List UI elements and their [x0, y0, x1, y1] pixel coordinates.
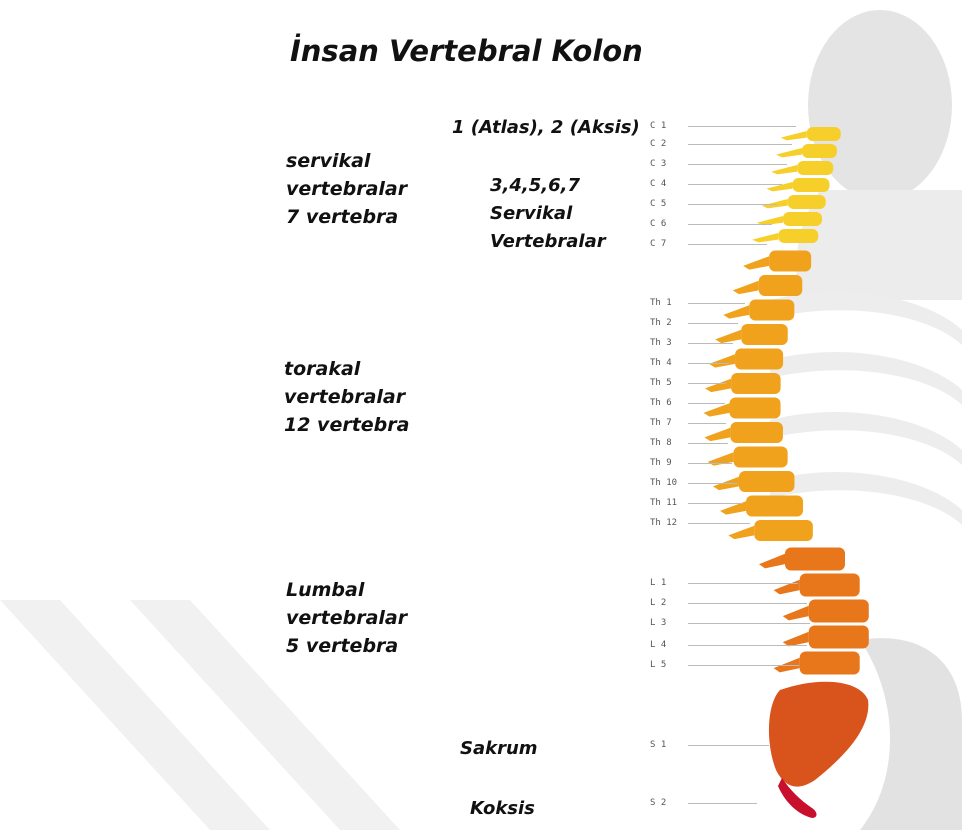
- segment-label-th1: Th 1: [650, 298, 672, 308]
- segment-leader-line: [688, 144, 792, 145]
- thoracic-vertebra: [754, 520, 813, 541]
- cervical-vertebra-process: [752, 233, 778, 242]
- segment-leader-line: [688, 645, 807, 646]
- segment-label-c5: C 5: [650, 199, 666, 209]
- segment-leader-line: [688, 443, 728, 444]
- sacrum-shape: [769, 682, 868, 787]
- segment-leader-line: [688, 623, 810, 624]
- lumbar-vertebra-process: [783, 606, 809, 621]
- segment-label-th5: Th 5: [650, 378, 672, 388]
- cervical-vertebra: [783, 212, 822, 226]
- cervical-vertebra: [788, 195, 826, 209]
- segment-label-th10: Th 10: [650, 478, 677, 488]
- segment-leader-line: [688, 383, 726, 384]
- segment-leader-line: [688, 603, 807, 604]
- thoracic-vertebra: [749, 300, 794, 321]
- segment-leader-line: [688, 665, 799, 666]
- thoracic-vertebra: [741, 324, 788, 345]
- segment-leader-line: [688, 204, 777, 205]
- segment-leader-line: [688, 463, 732, 464]
- segment-leader-line: [688, 423, 726, 424]
- segment-leader-line: [688, 363, 729, 364]
- thoracic-vertebra-process: [723, 305, 749, 318]
- segment-leader-line: [688, 403, 725, 404]
- cervical-vertebra: [802, 144, 837, 158]
- thoracic-vertebra-process: [709, 354, 735, 367]
- segment-label-th9: Th 9: [650, 458, 672, 468]
- segment-label-s1: S 1: [650, 740, 666, 750]
- segment-label-c6: C 6: [650, 219, 666, 229]
- segment-leader-line: [688, 184, 782, 185]
- segment-label-l5: L 5: [650, 660, 666, 670]
- segment-label-c3: C 3: [650, 159, 666, 169]
- thoracic-vertebra: [731, 373, 781, 394]
- lumbar-vertebra: [800, 574, 860, 597]
- thoracic-vertebra: [734, 447, 788, 468]
- cervical-vertebra-process: [781, 131, 807, 140]
- cervical-vertebra: [793, 178, 830, 192]
- cervical-vertebra-process: [771, 165, 797, 174]
- thoracic-vertebra: [769, 251, 811, 272]
- cervical-vertebra: [797, 161, 833, 175]
- segment-label-l3: L 3: [650, 618, 666, 628]
- segment-leader-line: [688, 803, 757, 804]
- thoracic-vertebra-process: [728, 526, 754, 539]
- segment-leader-line: [688, 483, 737, 484]
- thoracic-vertebra-process: [743, 256, 769, 269]
- segment-leader-line: [688, 523, 750, 524]
- segment-label-th7: Th 7: [650, 418, 672, 428]
- segment-leader-line: [688, 164, 787, 165]
- thoracic-vertebra: [759, 275, 803, 296]
- segment-leader-line: [688, 503, 743, 504]
- segment-label-l4: L 4: [650, 640, 666, 650]
- lumbar-vertebra: [809, 600, 869, 623]
- segment-label-c1: C 1: [650, 121, 666, 131]
- thoracic-vertebra: [735, 349, 783, 370]
- segment-label-s2: S 2: [650, 798, 666, 808]
- segment-leader-line: [688, 303, 745, 304]
- segment-label-c2: C 2: [650, 139, 666, 149]
- cervical-vertebra-process: [776, 148, 802, 157]
- segment-label-l2: L 2: [650, 598, 666, 608]
- thoracic-vertebra: [730, 422, 783, 443]
- thoracic-vertebra-process: [704, 403, 730, 416]
- segment-label-l1: L 1: [650, 578, 666, 588]
- segment-leader-line: [688, 343, 733, 344]
- segment-leader-line: [688, 244, 767, 245]
- thoracic-vertebra-process: [705, 379, 731, 392]
- segment-label-th12: Th 12: [650, 518, 677, 528]
- lumbar-vertebra: [785, 548, 845, 571]
- segment-label-th11: Th 11: [650, 498, 677, 508]
- segment-leader-line: [688, 583, 798, 584]
- segment-label-th8: Th 8: [650, 438, 672, 448]
- cervical-vertebra: [807, 127, 841, 141]
- thoracic-vertebra: [739, 471, 795, 492]
- segment-label-c7: C 7: [650, 239, 666, 249]
- thoracic-vertebra: [730, 398, 781, 419]
- thoracic-vertebra: [746, 496, 803, 517]
- lumbar-vertebra-process: [759, 554, 785, 569]
- segment-leader-line: [688, 323, 738, 324]
- segment-label-th4: Th 4: [650, 358, 672, 368]
- thoracic-vertebra-process: [733, 281, 759, 294]
- thoracic-vertebra-process: [704, 428, 730, 441]
- segment-leader-line: [688, 745, 769, 746]
- segment-label-th6: Th 6: [650, 398, 672, 408]
- thoracic-vertebra-process: [715, 330, 741, 343]
- cervical-vertebra: [778, 229, 818, 243]
- lumbar-vertebra: [800, 652, 860, 675]
- segment-leader-line: [688, 126, 796, 127]
- lumbar-vertebra: [809, 626, 869, 649]
- segment-label-c4: C 4: [650, 179, 666, 189]
- segment-label-th2: Th 2: [650, 318, 672, 328]
- segment-leader-line: [688, 224, 772, 225]
- segment-label-th3: Th 3: [650, 338, 672, 348]
- lumbar-vertebra-process: [774, 580, 800, 595]
